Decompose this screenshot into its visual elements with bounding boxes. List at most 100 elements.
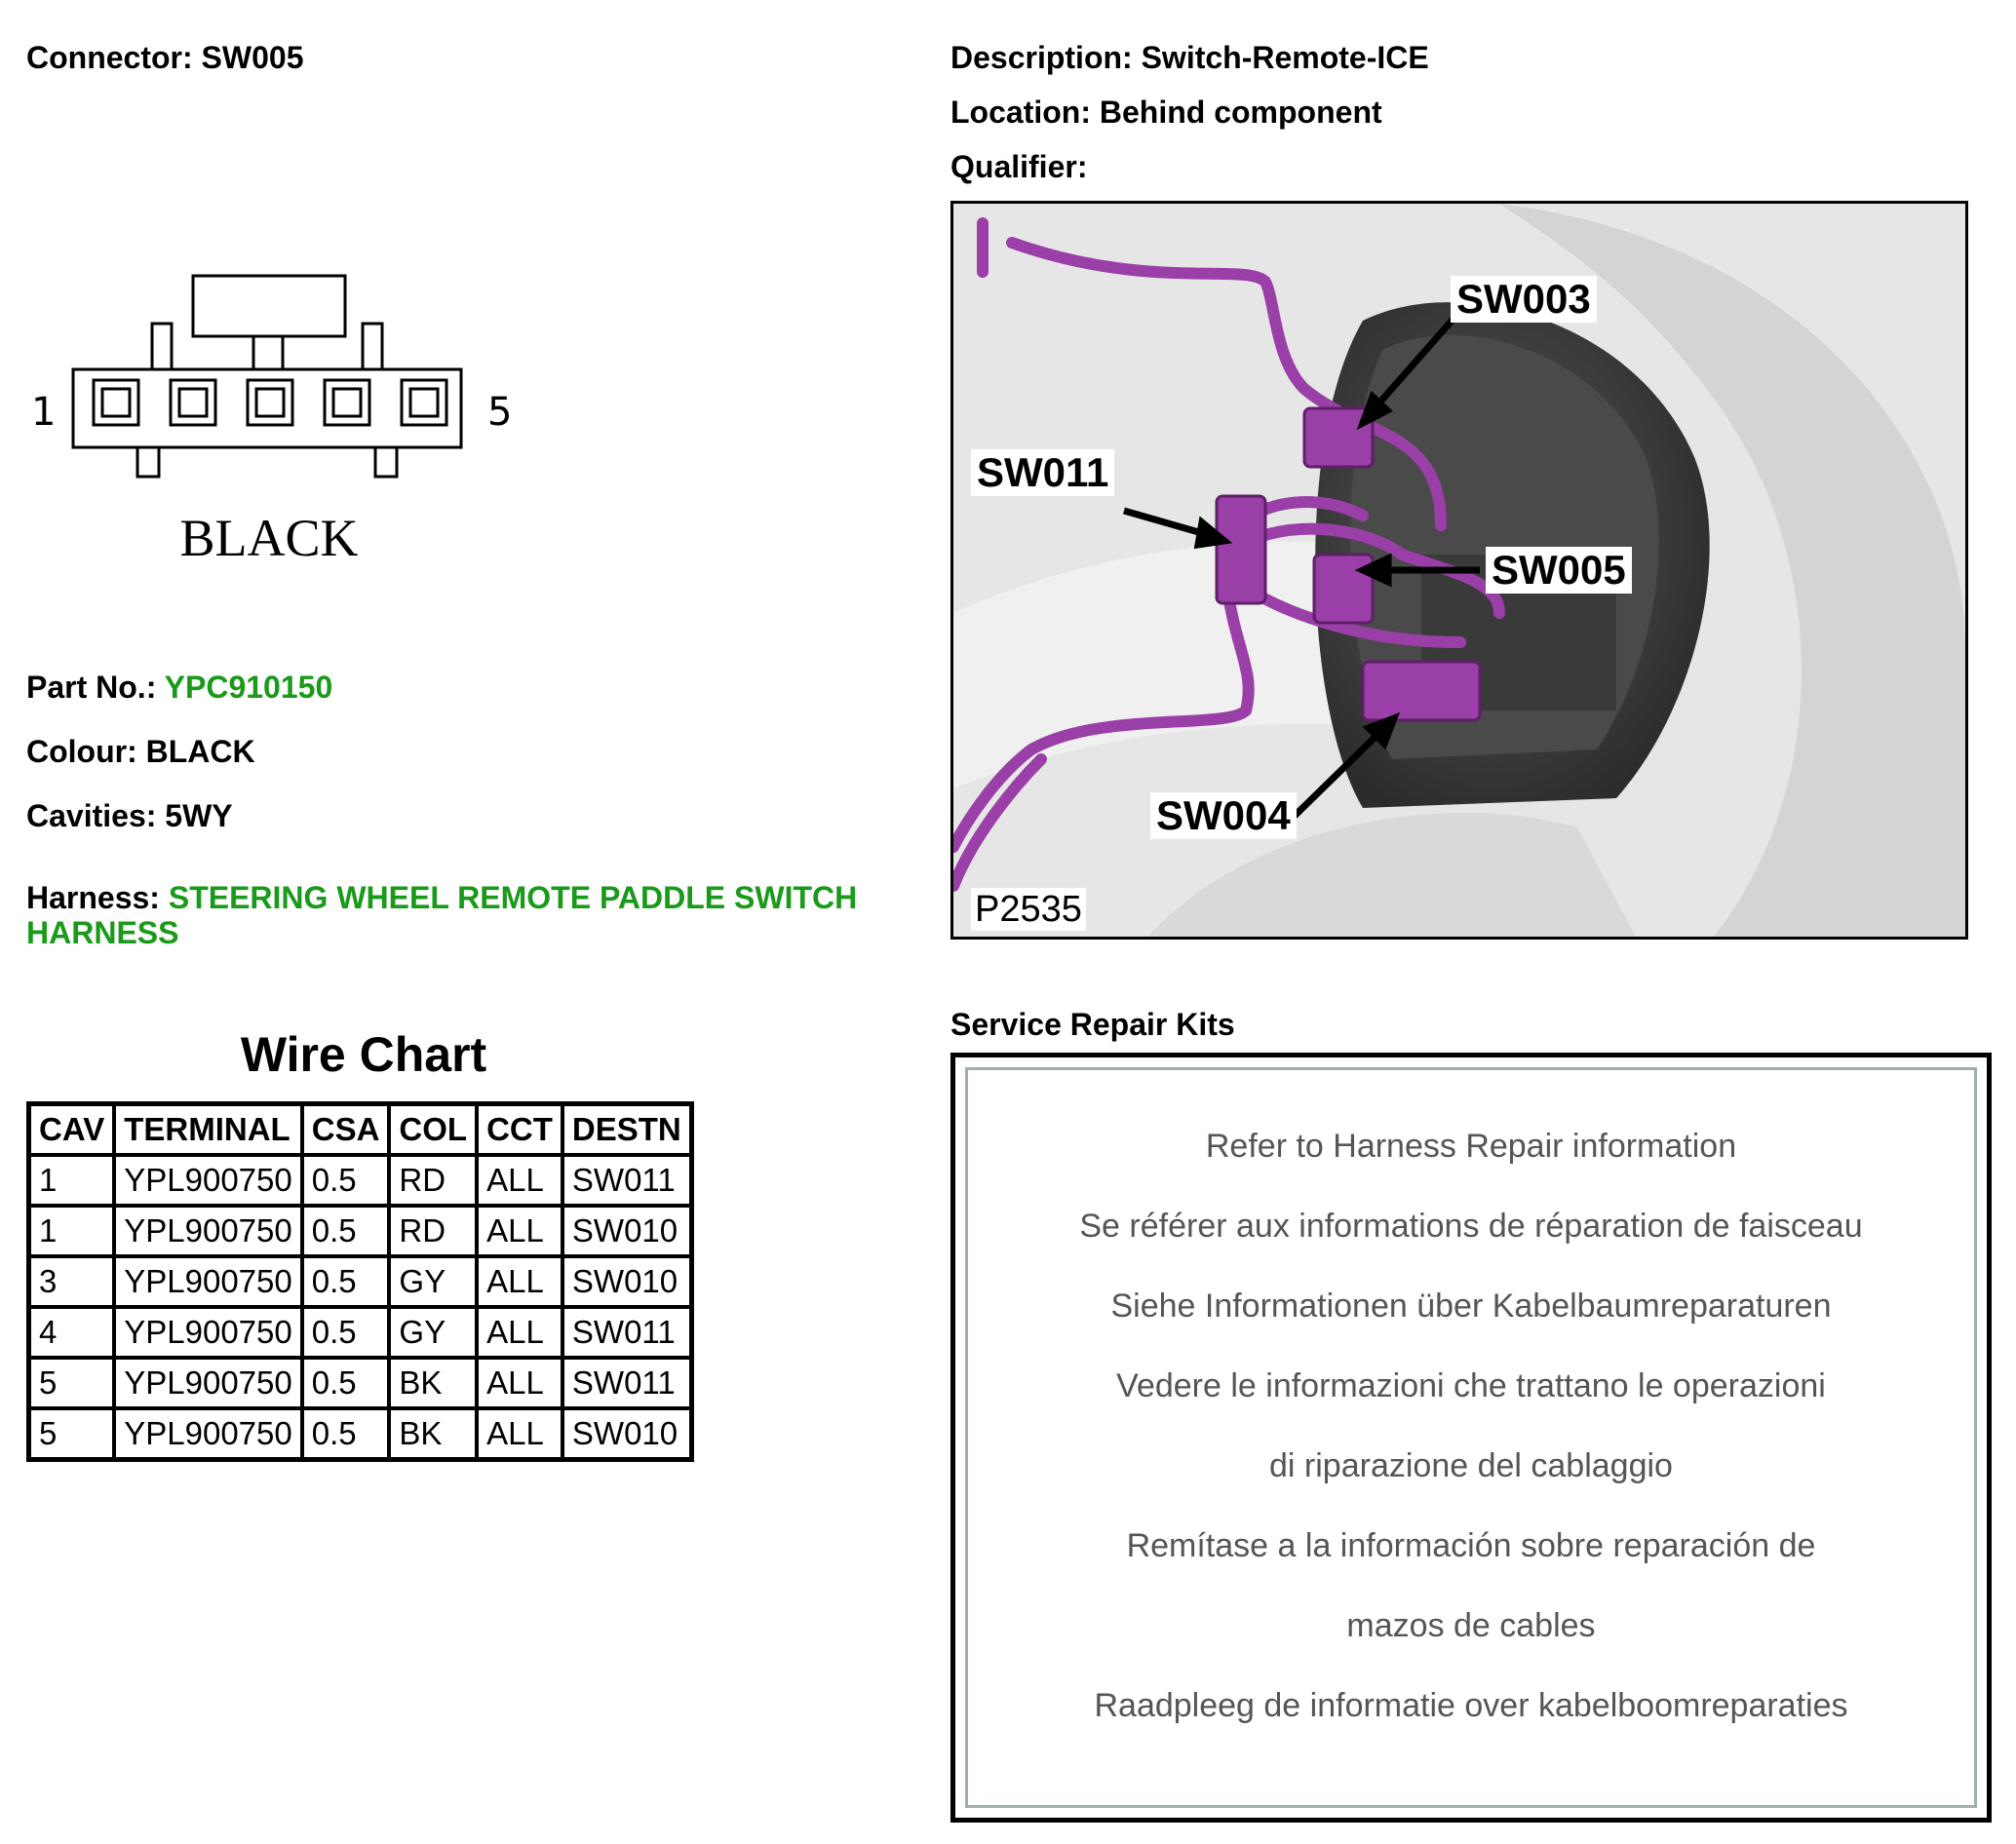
colour-label: Colour: — [26, 734, 137, 769]
connector-value: SW005 — [201, 40, 304, 75]
pin-label-left: 1 — [31, 390, 56, 435]
terminal-cell: YPL900750 — [112, 1254, 304, 1309]
table-row: 1 YPL900750 0.5 RD ALL SW011 — [26, 1153, 694, 1208]
connector-blocks — [1215, 406, 1482, 722]
col-cell: GY — [387, 1254, 480, 1309]
connector-latch — [191, 274, 347, 338]
csa-cell: 0.5 — [299, 1406, 392, 1462]
cavities-line: Cavities: 5WY — [26, 797, 233, 834]
connector-tab-left — [150, 322, 174, 371]
sw003-connector — [1302, 406, 1375, 469]
location-value: Behind component — [1099, 95, 1382, 130]
terminal-cell: YPL900750 — [112, 1305, 304, 1360]
service-repair-kits-title: Service Repair Kits — [950, 1007, 1235, 1042]
col-cell: GY — [387, 1305, 480, 1360]
csa-cell: 0.5 — [299, 1204, 392, 1258]
cct-cell: ALL — [475, 1254, 564, 1309]
destn-cell: SW011 — [560, 1153, 694, 1208]
cct-cell: ALL — [475, 1305, 564, 1360]
wire-chart-table: CAV TERMINAL CSA COL CCT DESTN 1 YPL9007… — [26, 1101, 694, 1462]
connector-peg-right — [373, 445, 399, 479]
callout-sw011: SW011 — [971, 449, 1115, 496]
terminal-cell: YPL900750 — [112, 1356, 304, 1410]
col-col-header: COL — [387, 1101, 480, 1157]
table-row: 5 YPL900750 0.5 BK ALL SW011 — [26, 1356, 694, 1410]
wire-chart-header-row: CAV TERMINAL CSA COL CCT DESTN — [26, 1101, 694, 1157]
service-repair-kits-inner-frame: Refer to Harness Repair information Se r… — [965, 1067, 1977, 1808]
table-row: 5 YPL900750 0.5 BK ALL SW010 — [26, 1406, 694, 1462]
csa-cell: 0.5 — [299, 1153, 392, 1208]
callout-sw005: SW005 — [1486, 547, 1632, 594]
connector-body — [71, 367, 463, 449]
col-cell: RD — [387, 1204, 480, 1258]
csa-cell: 0.5 — [299, 1305, 392, 1360]
kit-line-es-1: Remítase a la información sobre reparaci… — [1126, 1527, 1816, 1564]
csa-cell: 0.5 — [299, 1356, 392, 1410]
cav-cell: 1 — [26, 1204, 117, 1258]
description-value: Switch-Remote-ICE — [1141, 40, 1429, 75]
connector-line: Connector: SW005 — [26, 39, 303, 76]
cct-cell: ALL — [475, 1204, 564, 1258]
connector-peg-left — [136, 445, 161, 479]
description-line: Description: Switch-Remote-ICE — [950, 39, 1429, 76]
kit-line-de: Siehe Informationen über Kabelbaumrepara… — [1110, 1287, 1832, 1325]
part-no-value[interactable]: YPC910150 — [164, 670, 333, 705]
col-cell: BK — [387, 1406, 480, 1462]
col-cell: RD — [387, 1153, 480, 1208]
csa-cell: 0.5 — [299, 1254, 392, 1309]
cav-cell: 3 — [26, 1254, 117, 1309]
qualifier-label: Qualifier: — [950, 149, 1088, 184]
cavity-2 — [169, 378, 217, 427]
destn-cell: SW011 — [560, 1305, 694, 1360]
colour-line: Colour: BLACK — [26, 733, 255, 770]
photo-code: P2535 — [971, 888, 1086, 931]
cct-cell: ALL — [475, 1406, 564, 1462]
col-terminal-header: TERMINAL — [112, 1101, 304, 1157]
kit-line-it-2: di riparazione del cablaggio — [1269, 1447, 1673, 1484]
harness-label: Harness: — [26, 880, 160, 915]
col-cell: BK — [387, 1356, 480, 1410]
location-photo: SW003 SW011 SW005 SW004 P2535 — [950, 201, 1968, 940]
destn-cell: SW010 — [560, 1204, 694, 1258]
harness-value-line1[interactable]: STEERING WHEEL REMOTE PADDLE SWITCH — [168, 880, 858, 915]
destn-cell: SW011 — [560, 1356, 694, 1410]
cavity-4 — [323, 378, 371, 427]
connector-colour-label: BLACK — [179, 509, 358, 567]
harness-line: Harness: STEERING WHEEL REMOTE PADDLE SW… — [26, 879, 857, 916]
part-no-line: Part No.: YPC910150 — [26, 669, 332, 706]
harness-value-line2[interactable]: HARNESS — [26, 915, 179, 950]
connector-face-diagram: 1 5 BLACK — [31, 274, 512, 567]
kit-line-it-1: Vedere le informazioni che trattano le o… — [1116, 1367, 1826, 1404]
terminal-cell: YPL900750 — [112, 1153, 304, 1208]
location-label: Location: — [950, 95, 1091, 130]
terminal-cell: YPL900750 — [112, 1406, 304, 1462]
description-label: Description: — [950, 40, 1133, 75]
callout-arrows — [1123, 308, 1480, 819]
col-destn-header: DESTN — [560, 1101, 694, 1157]
colour-value: BLACK — [145, 734, 255, 769]
cavity-5 — [400, 378, 448, 427]
destn-cell: SW010 — [560, 1406, 694, 1462]
sw004-connector — [1361, 660, 1482, 722]
pin-label-right: 5 — [487, 390, 512, 435]
col-cav-header: CAV — [26, 1101, 117, 1157]
table-row: 3 YPL900750 0.5 GY ALL SW010 — [26, 1254, 694, 1309]
cavity-3 — [246, 378, 294, 427]
connector-label: Connector: — [26, 40, 193, 75]
cav-cell: 5 — [26, 1406, 117, 1462]
wire-chart-title: Wire Chart — [240, 1027, 487, 1082]
cavity-1 — [92, 378, 140, 427]
part-no-label: Part No.: — [26, 670, 157, 705]
table-row: 1 YPL900750 0.5 RD ALL SW010 — [26, 1204, 694, 1258]
cavities-label: Cavities: — [26, 798, 157, 833]
kit-line-fr: Se référer aux informations de réparatio… — [1079, 1208, 1863, 1245]
terminal-cell: YPL900750 — [112, 1204, 304, 1258]
col-cct-header: CCT — [475, 1101, 564, 1157]
connector-latch-stem — [252, 334, 285, 371]
col-csa-header: CSA — [299, 1101, 392, 1157]
location-line: Location: Behind component — [950, 94, 1382, 131]
qualifier-line: Qualifier: — [950, 148, 1087, 185]
callout-sw004: SW004 — [1150, 792, 1297, 839]
kit-line-en: Refer to Harness Repair information — [1205, 1128, 1737, 1165]
cct-cell: ALL — [475, 1153, 564, 1208]
